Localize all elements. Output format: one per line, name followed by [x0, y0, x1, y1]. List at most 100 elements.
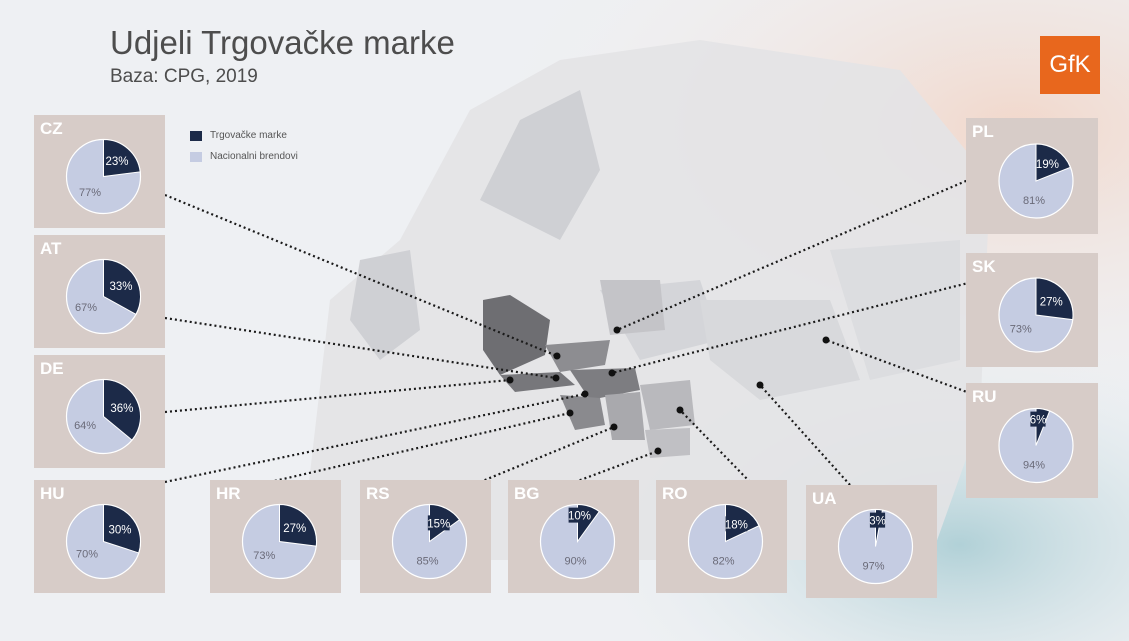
pie-chart-hu: 30% 70% [65, 503, 142, 580]
data-label-national-brands-ua: 97% [862, 560, 884, 572]
country-panel-ru: RU 6% 94% [966, 383, 1098, 498]
country-panel-sk: SK 27% 73% [966, 253, 1098, 367]
connector-line-hr [269, 411, 571, 484]
data-label-national-brands-cz: 77% [79, 187, 101, 199]
country-code-cz: CZ [40, 119, 63, 138]
connector-line-ru [825, 338, 976, 397]
connector-line-ua [759, 384, 851, 486]
pie-chart-bg: 10% 90% [539, 503, 616, 580]
pie-chart-de: 36% 64% [65, 378, 142, 455]
country-code-at: AT [40, 239, 62, 258]
map-marker-cz [553, 352, 561, 360]
pie-chart-ua: 3% 97% [837, 508, 914, 585]
data-label-bg-private-label-rs [427, 515, 450, 531]
map-marker-ru [822, 336, 830, 344]
pie-chart-hr: 27% 73% [241, 503, 318, 580]
country-panel-pl: PL 19% 81% [966, 118, 1098, 234]
data-label-private-label-ua: 3% [869, 516, 886, 528]
map-marker-bg [654, 447, 662, 455]
country-code-ru: RU [972, 387, 997, 406]
country-code-hr: HR [216, 484, 241, 503]
data-label-private-label-cz: 23% [105, 156, 128, 168]
data-label-bg-private-label-ua [869, 512, 886, 528]
data-label-bg-private-label-pl [1036, 156, 1059, 172]
pie-chart-pl: 19% 81% [998, 143, 1074, 219]
data-label-bg-private-label-bg [568, 507, 591, 523]
country-code-ro: RO [662, 484, 688, 503]
data-label-bg-private-label-ru [1030, 411, 1046, 427]
country-code-hu: HU [40, 484, 65, 503]
data-label-national-brands-sk: 73% [1010, 323, 1032, 335]
connector-line-ro [679, 409, 751, 483]
data-label-national-brands-hu: 70% [76, 548, 98, 560]
connector-line-bg [574, 449, 659, 484]
country-code-bg: BG [514, 484, 540, 503]
map-marker-ro [676, 406, 684, 414]
legend-item-national-brands: Nacionalni brendovi [190, 146, 298, 167]
data-label-bg-private-label-de [111, 399, 133, 415]
pie-chart-sk: 27% 73% [998, 277, 1074, 353]
country-code-ua: UA [812, 489, 837, 508]
map-marker-pl [613, 326, 621, 334]
data-label-national-brands-hr: 73% [253, 550, 275, 562]
connector-line-at [164, 316, 557, 380]
map-marker-sk [608, 369, 616, 377]
gfk-logo: GfK [1040, 36, 1100, 94]
country-code-pl: PL [972, 122, 994, 141]
legend-label-private-label: Trgovačke marke [210, 130, 287, 141]
country-panel-rs: RS 15% 85% [360, 480, 491, 593]
map-marker-ua [756, 381, 764, 389]
legend-swatch-private-label [190, 130, 202, 141]
data-label-private-label-sk: 27% [1040, 297, 1063, 309]
pie-chart-cz: 23% 77% [65, 138, 142, 215]
data-label-private-label-ru: 6% [1030, 415, 1047, 427]
legend-item-private-label: Trgovačke marke [190, 125, 298, 146]
data-label-bg-private-label-ro [725, 516, 748, 532]
map-marker-de [506, 376, 514, 384]
page-subtitle: Baza: CPG, 2019 [110, 66, 258, 87]
data-label-private-label-rs: 15% [427, 518, 450, 530]
country-panel-hu: HU 30% 70% [34, 480, 165, 593]
data-label-national-brands-bg: 90% [564, 555, 586, 567]
data-label-bg-private-label-sk [1040, 293, 1063, 309]
data-label-private-label-bg: 10% [568, 511, 591, 523]
country-code-sk: SK [972, 257, 996, 276]
connector-line-de [164, 378, 511, 414]
data-label-private-label-pl: 19% [1036, 159, 1059, 171]
data-label-private-label-at: 33% [110, 281, 133, 293]
data-label-national-brands-de: 64% [74, 420, 96, 432]
map-marker-hr [566, 409, 574, 417]
data-label-national-brands-ru: 94% [1023, 459, 1045, 471]
data-label-bg-private-label-hu [109, 521, 131, 537]
data-label-bg-private-label-hr [283, 520, 306, 536]
data-label-private-label-de: 36% [110, 403, 133, 415]
chart-legend: Trgovačke marke Nacionalni brendovi [190, 125, 298, 167]
data-label-national-brands-pl: 81% [1023, 195, 1045, 207]
page-title: Udjeli Trgovačke marke [110, 24, 455, 61]
connector-line-cz [164, 193, 558, 358]
country-panel-cz: CZ 23% 77% [34, 115, 165, 228]
data-label-bg-private-label-cz [106, 153, 128, 169]
data-label-bg-private-label-at [110, 278, 132, 294]
data-label-private-label-hu: 30% [108, 525, 131, 537]
country-panel-ua: UA 3% 97% [806, 485, 937, 598]
pie-chart-ro: 18%82% [687, 503, 764, 580]
country-panel-de: DE 36% 64% [34, 355, 165, 468]
connector-line-pl [616, 173, 981, 332]
country-panel-hr: HR 27% 73% [210, 480, 341, 593]
country-code-de: DE [40, 359, 64, 378]
data-label-private-label-hr: 27% [283, 523, 306, 535]
connector-line-sk [611, 278, 981, 375]
connector-line-hu [164, 392, 586, 484]
pie-chart-rs: 15% 85% [391, 503, 468, 580]
data-label-national-brands-rs: 85% [416, 555, 438, 567]
data-label-national-brands-ro: 82% [712, 555, 734, 567]
map-marker-at [552, 374, 560, 382]
country-code-rs: RS [366, 484, 390, 503]
map-marker-rs [610, 423, 618, 431]
connector-line-rs [479, 425, 615, 484]
